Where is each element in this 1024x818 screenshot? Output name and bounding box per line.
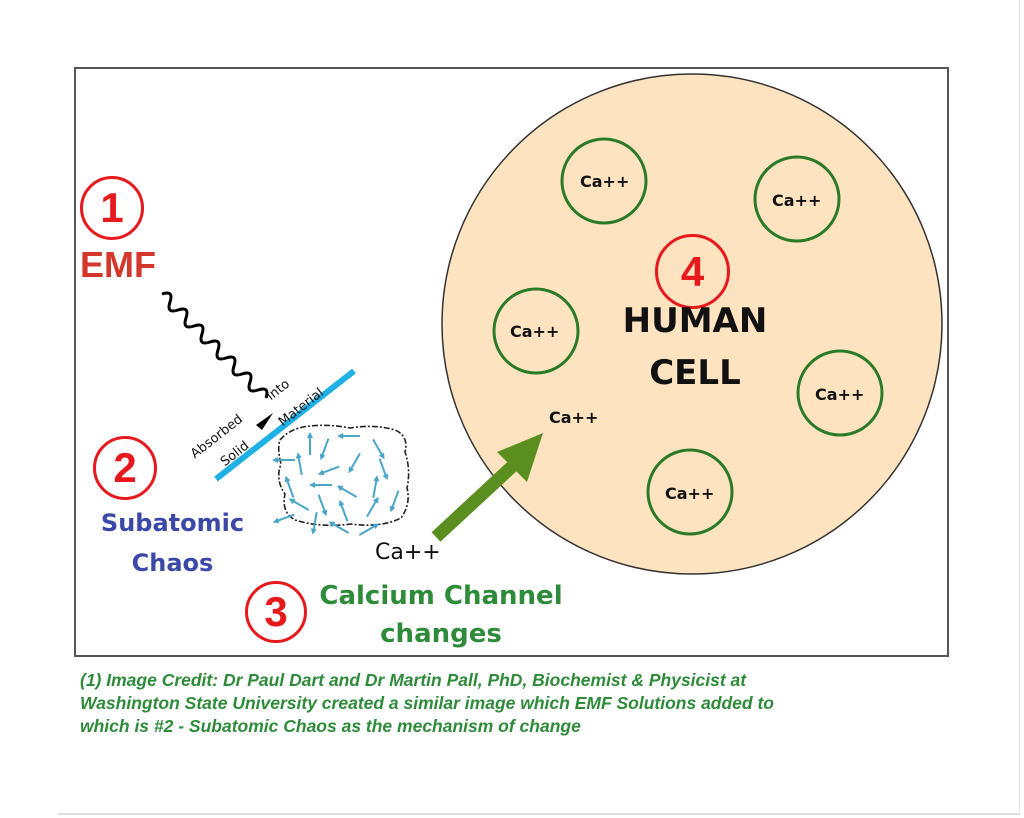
particle-arrowhead-icon — [310, 528, 317, 535]
particle-arrow — [372, 477, 378, 499]
ion-ring-4 — [796, 349, 884, 437]
caption-line-2: Washington State University created a si… — [80, 693, 774, 713]
particle-arrow — [285, 478, 295, 498]
particle-arrow — [275, 513, 295, 523]
step-badge-2: 2 — [93, 436, 157, 500]
particle-arrowhead-icon — [321, 509, 328, 517]
ion-label-3: Ca++ — [510, 322, 560, 341]
particle-arrowhead-icon — [317, 469, 325, 476]
particle-arrow — [358, 524, 378, 536]
ion-ring-2 — [753, 155, 841, 243]
emf-label: EMF — [80, 244, 156, 285]
free-ion-outside: Ca++ — [375, 540, 441, 565]
particle-arrow — [320, 465, 340, 475]
ion-label-1: Ca++ — [580, 172, 630, 191]
particle-arrowhead-icon — [336, 485, 344, 492]
particle-arrowhead-icon — [373, 475, 380, 482]
particle-arrowhead-icon — [372, 523, 380, 530]
particle-arrow — [390, 490, 400, 510]
particle-arrowhead-icon — [309, 482, 315, 488]
particle-arrowhead-icon — [337, 433, 343, 439]
particle-arrowhead-icon — [348, 466, 355, 474]
particle-arrowhead-icon — [338, 499, 345, 507]
ion-label-2: Ca++ — [772, 191, 822, 210]
particle-arrowhead-icon — [272, 457, 278, 463]
page-frame — [58, 0, 1020, 815]
calcium-line-1: Calcium Channel — [319, 581, 563, 611]
step-badge-4: 4 — [655, 234, 730, 309]
particle-arrowhead-icon — [328, 521, 336, 528]
human-cell-label: HUMAN CELL — [600, 295, 790, 399]
ion-label-4: Ca++ — [815, 385, 865, 404]
free-ion-inside: Ca++ — [549, 408, 599, 427]
step-badge-1: 1 — [80, 176, 144, 240]
human-line-1: HUMAN — [622, 301, 768, 341]
calcium-channel-label: Calcium Channel changes — [312, 577, 570, 653]
particle-arrowhead-icon — [319, 453, 326, 461]
image-credit-caption: (1) Image Credit: Dr Paul Dart and Dr Ma… — [80, 669, 960, 738]
step-badge-3: 3 — [245, 581, 307, 643]
particle-arrowhead-icon — [284, 475, 291, 483]
particle-arrowhead-icon — [295, 452, 302, 459]
particle-arrow — [378, 458, 388, 478]
particle-arrow — [372, 438, 384, 458]
calcium-channel-arrow-icon — [431, 433, 543, 542]
caption-line-1: (1) Image Credit: Dr Paul Dart and Dr Ma… — [80, 670, 747, 690]
ion-ring-5 — [646, 448, 734, 536]
emf-arrowhead-icon — [256, 413, 273, 430]
caption-line-3: which is #2 - Subatomic Chaos as the mec… — [80, 716, 581, 736]
particle-arrow — [320, 438, 330, 458]
calcium-line-2: changes — [380, 619, 502, 649]
particle-arrow — [312, 511, 318, 533]
particle-arrow — [317, 494, 327, 514]
particle-arrowhead-icon — [272, 517, 280, 524]
particle-arrows — [272, 432, 400, 536]
subatomic-line-2: Chaos — [131, 549, 214, 577]
particle-arrow — [297, 454, 303, 476]
subatomic-chaos-label: Subatomic Chaos — [90, 503, 255, 583]
ion-ring-1 — [560, 137, 648, 225]
particle-arrowhead-icon — [372, 496, 379, 504]
particle-arrow — [366, 498, 378, 518]
ion-ring-3 — [492, 287, 580, 375]
subatomic-line-1: Subatomic — [100, 509, 245, 537]
ion-label-5: Ca++ — [665, 484, 715, 503]
human-line-2: CELL — [649, 353, 741, 393]
particle-arrow — [330, 522, 350, 534]
particle-arrowhead-icon — [288, 498, 296, 505]
material-surface-line — [214, 368, 356, 482]
particle-arrowhead-icon — [382, 473, 389, 481]
particle-arrowhead-icon — [389, 505, 396, 513]
particle-arrowhead-icon — [378, 452, 385, 460]
particle-arrow — [338, 486, 358, 498]
particle-arrow — [349, 452, 361, 472]
particle-arrow — [290, 499, 310, 511]
particle-arrow — [339, 502, 349, 522]
particle-arrowhead-icon — [307, 432, 313, 438]
emf-wave-icon — [161, 291, 269, 399]
